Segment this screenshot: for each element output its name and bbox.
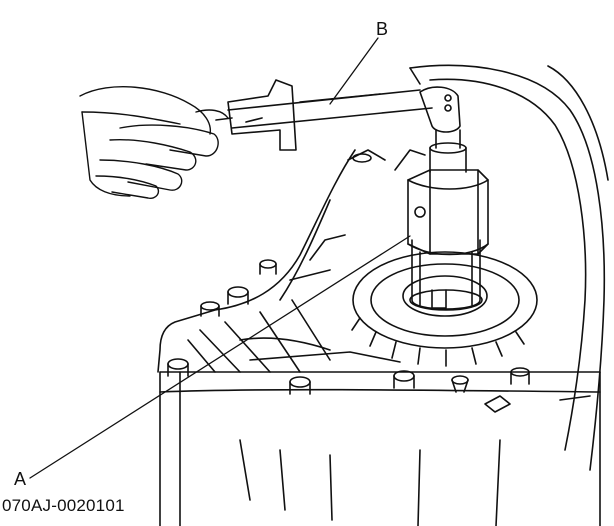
- callout-label-a: A: [14, 469, 27, 489]
- special-tool-a: [407, 129, 489, 311]
- figure-code: 070AJ-0020101: [2, 496, 125, 515]
- hand: [79, 86, 229, 200]
- torque-wrench-b: [215, 79, 461, 151]
- leader-line-b: [329, 37, 379, 105]
- callout-label-b: B: [376, 19, 389, 39]
- leader-line-a: [29, 235, 411, 479]
- transmission-housing: [157, 64, 609, 526]
- housing-bolts: [167, 153, 530, 395]
- leader-lines: [29, 37, 411, 479]
